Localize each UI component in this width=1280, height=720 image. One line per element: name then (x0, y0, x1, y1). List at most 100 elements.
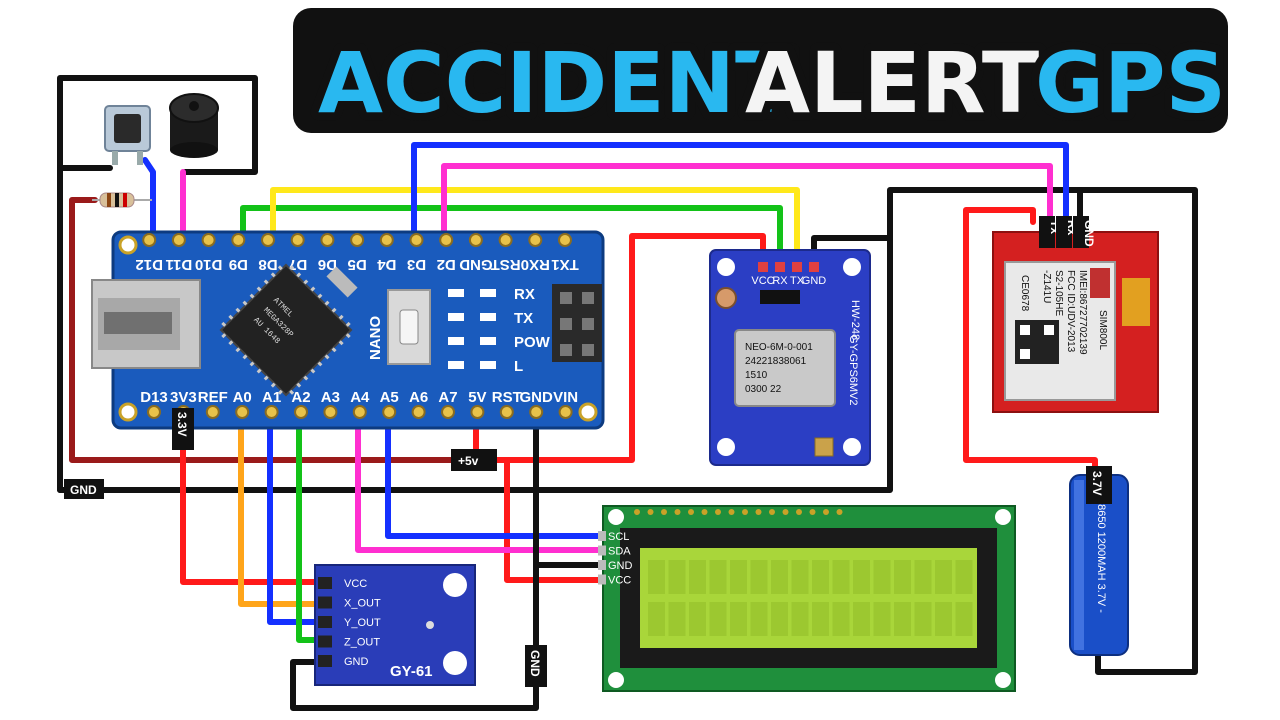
gps-pin-gnd (809, 262, 819, 272)
led-label-tx: TX (514, 310, 533, 327)
neo6m-chip (734, 329, 836, 407)
nano-bottom-pin-a3 (323, 405, 338, 419)
nano-top-pin-d6 (320, 233, 335, 247)
gsm-pin-label: GND (1082, 220, 1096, 247)
lcd-char-cell (832, 560, 850, 594)
gps-pin-vcc (758, 262, 768, 272)
nano-top-pin-d9 (231, 233, 246, 247)
lcd-char-cell (955, 602, 973, 636)
nano-bottom-pin-label: A4 (350, 389, 370, 406)
d3-gsm-wire (411, 142, 1069, 243)
5v-tag (451, 449, 497, 471)
nano-bottom-pin-ref (205, 405, 220, 419)
gps-side-code: HW-248 (849, 300, 861, 340)
gps-pin-label: TX (790, 275, 805, 287)
nano-top-pin-label: D11 (166, 256, 193, 273)
nano-bottom-pin-label: A0 (233, 389, 252, 406)
a5-scl-wire (385, 402, 603, 539)
lcd-char-cell (750, 560, 768, 594)
title-word-alert: ALERT (745, 34, 1039, 132)
gps-pin-tx (792, 262, 802, 272)
battery-voltage-text: 3.7V (1090, 471, 1104, 496)
lcd-char-cell (873, 602, 891, 636)
nano-top-pin-label: D8 (258, 256, 277, 273)
nano-top-pin-label: TX1 (551, 256, 579, 273)
lcd-hole (836, 509, 843, 515)
gnd-tag-left-text: GND (70, 483, 97, 497)
nano-label: NANO (367, 316, 384, 360)
gps-regulator (760, 290, 800, 304)
lcd-pin-vcc (598, 574, 606, 585)
lcd-char-cell (730, 602, 747, 636)
gps-board-name: GY-GPS6MV2 (847, 335, 859, 406)
accel-pin-x-out (318, 596, 332, 609)
lcd-char-cell (730, 560, 747, 594)
lcd-char-cell (791, 560, 809, 594)
gps-module-line-3: 1510 (745, 370, 768, 381)
a0-xout-wire (238, 402, 325, 607)
nano-bottom-pin-a1 (264, 405, 279, 419)
gps-battery-cell (715, 287, 737, 309)
gnd-tag-bottom-text: GND (528, 650, 542, 677)
lcd-char-cell (812, 560, 829, 594)
lcd-char-cell (812, 602, 829, 636)
push-button (104, 105, 151, 165)
gps-pin-label: VCC (751, 275, 774, 287)
gps-antenna-connector (814, 437, 834, 457)
net-tags: GND 3.3V +5v GND (64, 408, 547, 687)
nano-bottom-pin-5v (470, 405, 485, 419)
a1-yout-wire (267, 402, 325, 625)
lcd-char-cell (709, 560, 727, 594)
gnd-accel-wire (290, 402, 539, 711)
lcd-pin-holes (634, 509, 843, 515)
nano-top-pin-label: RST (491, 256, 521, 273)
lcd-hole (782, 509, 789, 515)
gnd-wire-buzzer (57, 75, 258, 493)
crystal (326, 266, 358, 298)
lcd-pin-gnd (598, 560, 606, 570)
gsm-battery-wire (963, 207, 1098, 478)
nano-top-pin-gnd (468, 233, 483, 247)
resistor (92, 192, 152, 208)
lcd-hole (688, 509, 694, 515)
gsm-line-2: FCC ID:UDV-2013 (1065, 270, 1076, 353)
battery-18650: 18650 1200MAH 3.7V - 3.7V (1069, 466, 1129, 656)
lcd-char-cell (894, 560, 911, 594)
nano-bottom-pin-label: REF (198, 389, 228, 406)
gsm-logo (1090, 268, 1110, 298)
nano-top-pin-d7 (290, 233, 305, 247)
nano-top-pin-label: D6 (318, 256, 337, 273)
nano-bottom-pin-vin (558, 405, 573, 419)
accel-pin-label: Z_OUT (344, 637, 380, 649)
d2-gsm-wire (441, 163, 1053, 243)
nano-top-pin-d11 (171, 233, 186, 247)
lcd-char-cell (853, 602, 870, 636)
accel-pin-vcc (318, 577, 332, 589)
nano-top-pin-label: RX0 (521, 256, 550, 273)
lcd-char-cell (832, 602, 850, 636)
nano-top-pin-d8 (261, 233, 275, 247)
gsm-pin-rx (1056, 216, 1072, 248)
lcd-hole (728, 509, 735, 515)
title-word-accident: ACCIDENT (318, 34, 792, 132)
nano-bottom-pin-label: VIN (553, 389, 578, 406)
nano-top-pin-d12 (142, 233, 157, 247)
lcd-char-cell (914, 602, 932, 636)
lcd-hole (715, 509, 721, 515)
lcd-char-cell (750, 602, 768, 636)
accel-pin-label: GND (344, 656, 369, 668)
nano-bottom-pin-label: A2 (291, 389, 310, 406)
nano-top-pin-d5 (350, 233, 365, 247)
lcd-char-cell (791, 602, 809, 636)
gsm-capacitor (1122, 278, 1150, 326)
3v3-accel-wire (180, 402, 325, 585)
accel-pin-label: Y_OUT (344, 617, 381, 629)
lcd-char-cell (914, 560, 932, 594)
lcd-hole (769, 509, 775, 515)
3v3-tag-text: 3.3V (175, 412, 189, 437)
